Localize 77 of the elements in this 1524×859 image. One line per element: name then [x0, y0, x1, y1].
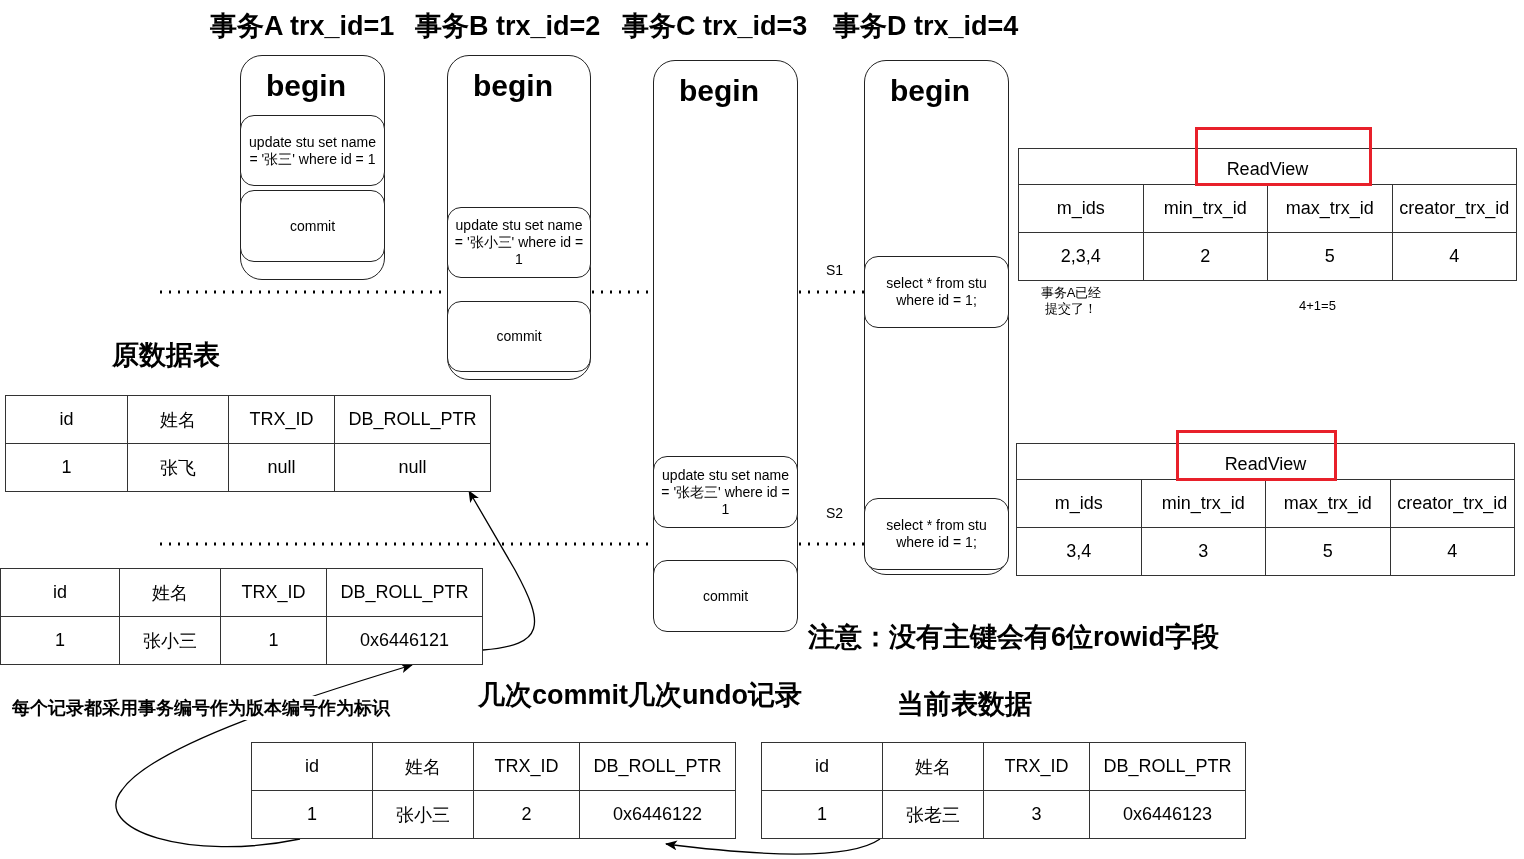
- transaction-title: 事务A trx_id=1: [210, 10, 395, 43]
- table-cell: DB_ROLL_PTR: [334, 395, 491, 444]
- table-heading: 当前表数据: [897, 688, 1032, 721]
- table-cell: 0x6446121: [326, 616, 483, 665]
- table-header-cell: ReadView: [1018, 148, 1517, 185]
- table-cell: 2: [473, 790, 580, 839]
- note-text: 4+1=5: [1299, 298, 1336, 313]
- table-cell: 张老三: [882, 790, 984, 839]
- statement-box: commit: [653, 560, 798, 632]
- begin-label: begin: [890, 74, 970, 108]
- statement-box: select * from stu where id = 1;: [864, 498, 1009, 570]
- table-cell: DB_ROLL_PTR: [326, 568, 483, 617]
- begin-label: begin: [679, 74, 759, 108]
- table-cell: id: [251, 742, 373, 791]
- table-cell: 0x6446123: [1089, 790, 1246, 839]
- table-cell: min_trx_id: [1143, 184, 1268, 233]
- table-cell: TRX_ID: [220, 568, 327, 617]
- statement-box: update stu set name = '张三' where id = 1: [240, 115, 385, 186]
- statement-box: update stu set name = '张小三' where id = 1: [447, 207, 591, 278]
- table-cell: max_trx_id: [1265, 479, 1390, 528]
- table-cell: 3: [1141, 527, 1266, 576]
- table-cell: max_trx_id: [1267, 184, 1392, 233]
- table-cell: 1: [251, 790, 373, 839]
- note-text: S2: [826, 505, 844, 521]
- note-text: 几次commit几次undo记录: [478, 679, 802, 712]
- table-cell: m_ids: [1018, 184, 1143, 233]
- table-cell: 姓名: [119, 568, 221, 617]
- table-cell: TRX_ID: [983, 742, 1090, 791]
- table-cell: 姓名: [127, 395, 229, 444]
- table-cell: 4: [1390, 527, 1515, 576]
- transaction-title: 事务D trx_id=4: [833, 10, 1019, 43]
- table-cell: 4: [1392, 232, 1517, 281]
- table-cell: 5: [1265, 527, 1390, 576]
- statement-box: commit: [447, 301, 591, 372]
- table-cell: 1: [220, 616, 327, 665]
- statement-box: commit: [240, 190, 385, 262]
- table-cell: m_ids: [1016, 479, 1141, 528]
- table-cell: TRX_ID: [473, 742, 580, 791]
- table-header-cell: ReadView: [1016, 443, 1515, 480]
- table-cell: min_trx_id: [1141, 479, 1266, 528]
- table-cell: null: [334, 443, 491, 492]
- table-cell: TRX_ID: [228, 395, 335, 444]
- table-heading: 原数据表: [112, 339, 220, 372]
- table-cell: creator_trx_id: [1392, 184, 1517, 233]
- table-cell: 1: [761, 790, 883, 839]
- table-cell: 1: [5, 443, 128, 492]
- table-cell: id: [761, 742, 883, 791]
- table-cell: 2: [1143, 232, 1268, 281]
- begin-label: begin: [473, 69, 553, 103]
- table-cell: null: [228, 443, 335, 492]
- table-cell: 姓名: [372, 742, 474, 791]
- undo-pointer-arrow: [665, 838, 881, 855]
- note-text: S1: [826, 262, 844, 278]
- table-cell: 张小三: [372, 790, 474, 839]
- table-cell: 5: [1267, 232, 1392, 281]
- table-cell: 张飞: [127, 443, 229, 492]
- table-cell: 0x6446122: [579, 790, 736, 839]
- table-cell: DB_ROLL_PTR: [1089, 742, 1246, 791]
- transaction-title: 事务B trx_id=2: [415, 10, 601, 43]
- table-cell: 1: [0, 616, 120, 665]
- begin-label: begin: [266, 69, 346, 103]
- statement-box: select * from stu where id = 1;: [864, 256, 1009, 328]
- table-cell: id: [0, 568, 120, 617]
- transaction-title: 事务C trx_id=3: [622, 10, 808, 43]
- note-text: 事务A已经提交了！: [1039, 285, 1103, 317]
- note-text: 每个记录都采用事务编号作为版本编号作为标识: [12, 696, 390, 720]
- table-cell: 姓名: [882, 742, 984, 791]
- table-cell: creator_trx_id: [1390, 479, 1515, 528]
- table-cell: DB_ROLL_PTR: [579, 742, 736, 791]
- table-cell: 2,3,4: [1018, 232, 1143, 281]
- table-cell: 张小三: [119, 616, 221, 665]
- table-cell: id: [5, 395, 128, 444]
- table-cell: 3,4: [1016, 527, 1141, 576]
- table-cell: 3: [983, 790, 1090, 839]
- note-text: 注意：没有主键会有6位rowid字段: [808, 621, 1219, 654]
- statement-box: update stu set name = '张老三' where id = 1: [653, 456, 798, 528]
- undo-pointer-arrow: [468, 490, 536, 651]
